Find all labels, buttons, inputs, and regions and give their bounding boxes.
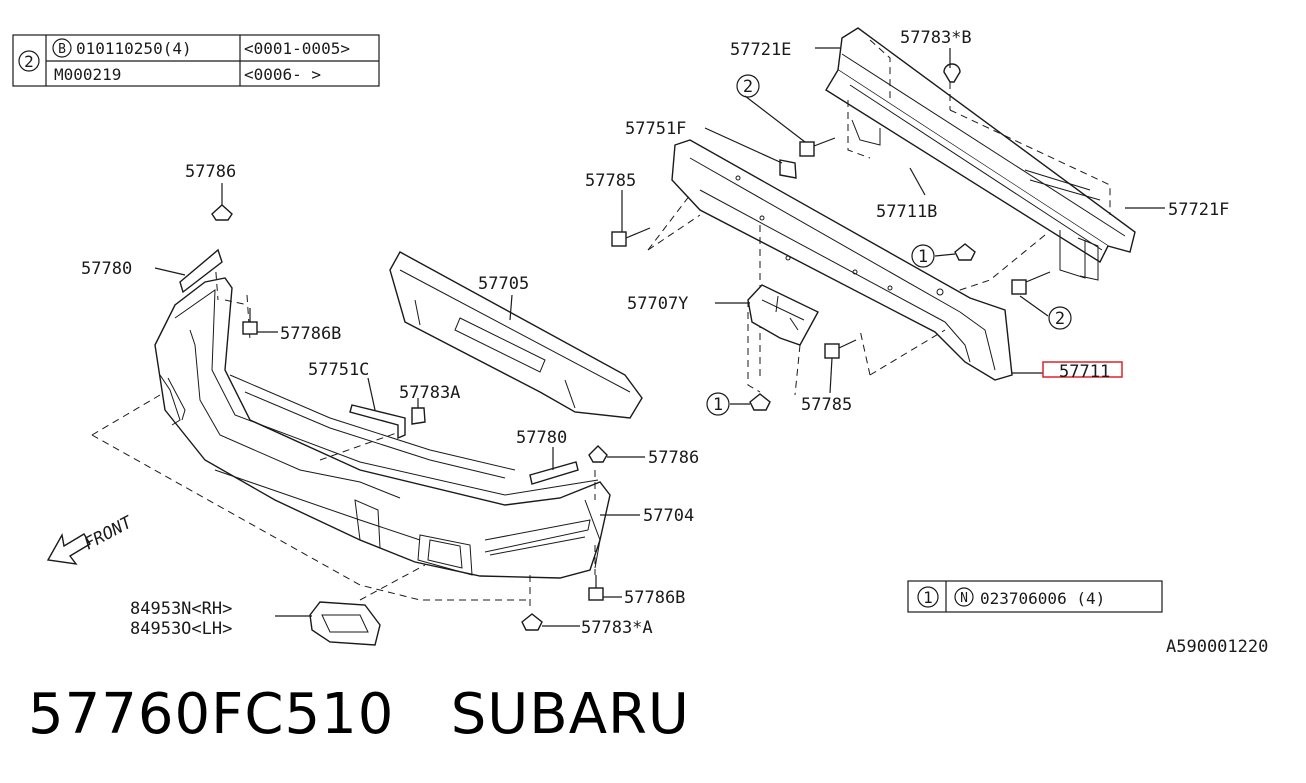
label-57705[interactable]: 57705 xyxy=(478,274,529,294)
nut-57786-icon xyxy=(211,204,233,221)
marker-letter: N xyxy=(960,591,968,606)
table-part-number: 010110250(4) xyxy=(76,39,192,58)
label-57786b-lower[interactable]: 57786B xyxy=(624,588,685,608)
callout-circle-2 xyxy=(736,74,760,98)
callout-circle-2 xyxy=(18,50,40,72)
label-57783a-upper[interactable]: 57783A xyxy=(399,383,460,403)
label-57785-upper[interactable]: 57785 xyxy=(585,171,636,191)
marker-circle-b xyxy=(52,38,72,58)
leader-lines xyxy=(154,47,1165,627)
callout-number: 2 xyxy=(1055,309,1065,329)
fog-lamp-cover xyxy=(309,564,426,646)
highlight-box-57711 xyxy=(1042,361,1123,378)
label-57711b[interactable]: 57711B xyxy=(876,202,937,222)
label-57721e[interactable]: 57721E xyxy=(730,40,791,60)
label-57711[interactable]: 57711 xyxy=(1059,362,1110,382)
label-57785-lower[interactable]: 57785 xyxy=(801,395,852,415)
label-57786-lower[interactable]: 57786 xyxy=(648,448,699,468)
bracket-57707y xyxy=(747,284,819,396)
reinforcement-beam-upper xyxy=(825,27,1136,301)
table-part-number: M000219 xyxy=(54,65,121,84)
table-date-range: <0006- > xyxy=(244,65,321,84)
label-57704[interactable]: 57704 xyxy=(643,506,694,526)
front-label: FRONT xyxy=(81,512,137,555)
bumper-cover-57704 xyxy=(91,259,611,610)
nut-57786-icon xyxy=(588,445,608,463)
callouts: 2 2 1 1 xyxy=(706,74,1072,416)
reference-table-1: 1 N 023706006 (4) xyxy=(907,580,1163,613)
bolt-callout2-icon xyxy=(799,137,836,157)
bolt-callout2-icon xyxy=(1011,271,1051,295)
callout-circle-1 xyxy=(911,244,935,268)
callout-circle-2 xyxy=(1048,306,1072,330)
label-57786b-upper[interactable]: 57786B xyxy=(280,324,341,344)
footer-part-number: 57760FC510 xyxy=(28,682,395,747)
energy-absorber-57705 xyxy=(389,251,643,419)
bracket-57751c xyxy=(349,404,406,440)
small-brackets xyxy=(179,159,797,485)
callout-number: 1 xyxy=(713,395,723,415)
bolt-57786b-icon xyxy=(242,308,258,335)
clip-57783a-icon xyxy=(521,613,543,631)
footer-title: 57760FC510 SUBARU xyxy=(28,682,690,747)
table-date-range: <0001-0005> xyxy=(244,39,350,58)
label-57783sa[interactable]: 57783*A xyxy=(581,618,653,638)
label-84953o[interactable]: 84953O<LH> xyxy=(130,619,232,639)
label-57751c[interactable]: 57751C xyxy=(308,360,369,380)
label-57780-lower[interactable]: 57780 xyxy=(516,428,567,448)
clip-57783a xyxy=(411,407,426,425)
label-84953n[interactable]: 84953N<RH> xyxy=(130,599,232,619)
label-57751f[interactable]: 57751F xyxy=(625,119,686,139)
label-57783b[interactable]: 57783*B xyxy=(900,28,972,48)
reference-table-2: 2 B 010110250(4) <0001-0005> M000219 <00… xyxy=(12,34,380,87)
marker-circle-n xyxy=(954,587,974,607)
footer-brand: SUBARU xyxy=(450,682,690,747)
label-57786-upper[interactable]: 57786 xyxy=(185,162,236,182)
callout-number: 1 xyxy=(918,247,928,267)
fasteners xyxy=(211,63,1051,631)
front-arrow-icon xyxy=(46,532,91,565)
reinforcement-beam-lower xyxy=(647,139,1013,381)
marker-letter: B xyxy=(58,42,66,57)
label-57721f[interactable]: 57721F xyxy=(1168,200,1229,220)
callout-number: 2 xyxy=(743,77,753,97)
front-arrow: FRONT xyxy=(46,512,137,565)
bolt-57785-icon xyxy=(824,339,857,359)
bracket-57780-lower xyxy=(529,461,579,485)
bolt-57785-icon xyxy=(611,227,651,247)
part-labels: 57721E 57783*B 57751F 57785 57711B 57721… xyxy=(81,28,1268,657)
drawing-number: A590001220 xyxy=(1166,637,1268,657)
bracket-57751f xyxy=(779,159,797,179)
label-57707y[interactable]: 57707Y xyxy=(627,294,688,314)
nut-callout1-icon xyxy=(954,243,976,261)
callout-circle-1 xyxy=(706,392,730,416)
nut-callout1-icon xyxy=(749,393,771,411)
bolt-57786b-icon xyxy=(588,575,604,601)
clip-57783b-icon xyxy=(943,63,961,83)
callout-number: 2 xyxy=(24,52,34,71)
table-part-number: 023706006 (4) xyxy=(980,589,1105,608)
label-57780-upper[interactable]: 57780 xyxy=(81,259,132,279)
callout-number: 1 xyxy=(923,588,933,607)
bracket-57780-upper xyxy=(179,248,223,294)
callout-circle-1 xyxy=(917,586,939,608)
